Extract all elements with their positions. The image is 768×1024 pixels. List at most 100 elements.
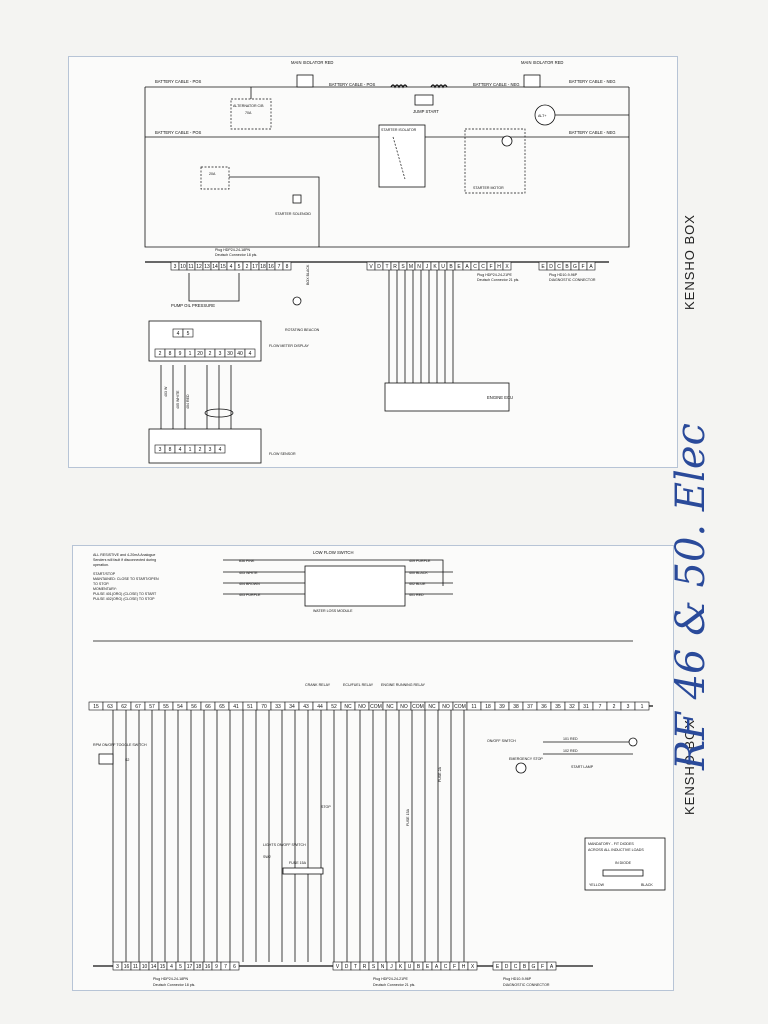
starter-motor-label: STARTER MOTOR — [473, 186, 504, 190]
lights-switch-label: LIGHTS ON/OFF SWITCH — [263, 843, 306, 847]
battery-cable-pos-label-1: BATTERY CABLE - POS — [155, 79, 202, 84]
fuse-20a-label: 20A — [209, 172, 216, 176]
main-pin: COM — [454, 704, 466, 710]
main-pin: 62 — [121, 704, 127, 710]
engine-running-relay-label: ENGINE RUNNING RELAY — [381, 683, 426, 687]
main-pin: 3 — [627, 704, 630, 710]
top-conn21-pin: J — [426, 264, 429, 270]
bottom-schematic-sheet: ALL RESISTIVE and 4-20mA Analogue Sender… — [72, 545, 674, 991]
top-conn18-pin: 2 — [246, 264, 249, 270]
top-diag-desc: DIAGNOSTIC CONNECTOR — [549, 278, 596, 282]
bot-conn21-pin: R — [363, 964, 367, 970]
wire-right-2: 402 BLUE — [409, 582, 426, 586]
ecu-fuel-relay-label: ECU/FUEL RELAY — [343, 683, 374, 687]
bot-conn18-pin: 16 — [124, 964, 130, 970]
bot-conn21-pin: V — [336, 964, 340, 970]
flow-meter-pin: 1 — [189, 351, 192, 357]
top-conn21-pin: U — [441, 264, 445, 270]
wire-right-3: 401 RED — [409, 593, 424, 597]
top-diag-pin-box — [586, 261, 596, 271]
main-pin: 35 — [555, 704, 561, 710]
top-conn18-pin: 5 — [238, 264, 241, 270]
starter-isolator-box — [378, 124, 426, 188]
note-line-2: operation. — [93, 563, 109, 567]
main-pin: 57 — [149, 704, 155, 710]
main-pin: 55 — [163, 704, 169, 710]
main-pin: 36 — [541, 704, 547, 710]
main-pin: 44 — [317, 704, 323, 710]
bot-conn18-pin: 17 — [187, 964, 193, 970]
top-conn21-pin: C — [473, 264, 477, 270]
fuse-15a-label-2: FUSE 15A — [289, 861, 307, 865]
diode-black: BLACK — [641, 883, 653, 887]
water-loss-module-label: WATER LOSS MODULE — [313, 609, 353, 613]
led-red-label: 101 RED — [563, 737, 578, 741]
bot-conn18-pin: 18 — [196, 964, 202, 970]
rotating-beacon-label: ROTATING BEACON — [285, 328, 320, 332]
wire-label-404: 404 RED — [186, 394, 190, 409]
jump-start-label: JUMP START — [413, 109, 439, 114]
note-line-1: Senders will fault if disconnected durin… — [93, 558, 156, 562]
top-conn18-pin: 3 — [174, 264, 177, 270]
flow-sensor-pin: 3 — [209, 447, 212, 453]
bot-diag-pin: A — [550, 964, 554, 970]
main-pin: 1 — [641, 704, 644, 710]
battery-cable-pos-label-2: BATTERY CABLE - POS — [329, 82, 376, 87]
bot-diag-pin: G — [532, 964, 536, 970]
main-pin: NO — [358, 704, 366, 710]
main-pin: 32 — [569, 704, 575, 710]
wire-right-0: 409 PURPLE — [409, 559, 431, 563]
flow-sensor-pin: 3 — [159, 447, 162, 453]
bot-conn21-pin: E — [426, 964, 430, 970]
starter-motor-box — [464, 128, 526, 194]
bot-conn18-pin: 7 — [224, 964, 227, 970]
battery-cable-neg-label-1: BATTERY CABLE - NEG — [473, 82, 520, 87]
main-pin: 70 — [261, 704, 267, 710]
lights-switch-num: SW2 — [263, 855, 271, 859]
flow-meter-small-pin-box — [182, 328, 194, 338]
bot-conn21-desc: Deutsch Connector 21 pls. — [373, 983, 415, 987]
bot-diag-part: Plug HD10-9-96P — [503, 977, 532, 981]
flow-meter-pin: 8 — [169, 351, 172, 357]
flow-meter-pin: 9 — [179, 351, 182, 357]
outer-loop-wire — [144, 87, 630, 248]
top-conn18-pin: 15 — [220, 264, 226, 270]
rpm-switch — [98, 753, 114, 765]
starter-isolator-label: STARTER ISOLATOR — [381, 128, 417, 132]
top-conn21-part: Plug HDP24-24-21PE — [477, 273, 513, 277]
top-conn18-pin: 14 — [212, 264, 218, 270]
top-conn18-desc: Deutsch Connector 18 pls. — [215, 253, 257, 257]
bot-conn21-pin: S — [372, 964, 376, 970]
main-pin: COM — [370, 704, 382, 710]
fuse-15a-label-1: FUSE 15A — [406, 808, 410, 826]
top-conn21-pin: S — [401, 264, 405, 270]
main-pin: 54 — [177, 704, 183, 710]
top-conn21-pin: F — [489, 264, 492, 270]
main-pin: 39 — [499, 704, 505, 710]
main-pin: 11 — [471, 704, 476, 710]
top-conn21-pin: V — [369, 264, 373, 270]
top-conn21-desc: Deutsch Connector 21 pls. — [477, 278, 519, 282]
top-conn18-pin: 17 — [252, 264, 258, 270]
bot-conn18-pin-box — [229, 961, 240, 971]
bot-conn18-pin: 6 — [233, 964, 236, 970]
bot-conn21-pin: D — [345, 964, 349, 970]
bot-conn21-pin: B — [417, 964, 421, 970]
bot-conn18-pin: 15 — [160, 964, 166, 970]
wire-right-1: 400 BLACK — [409, 571, 428, 575]
bot-diag-pin: F — [541, 964, 544, 970]
note-line-4: MAINTAINED: CLOSE TO START/OPEN — [93, 577, 159, 581]
top-conn21-pin: N — [417, 264, 421, 270]
bot-conn18-part: Plug HDP24-24-18PN — [153, 977, 189, 981]
top-conn21-pin-box — [502, 261, 512, 271]
diode-symbol — [602, 869, 644, 877]
pump-oil-pressure-label: PUMP OIL PRESSURE — [171, 303, 215, 308]
main-pin: 67 — [135, 704, 141, 710]
bot-diag-pin-box — [546, 961, 557, 971]
flow-meter-pin: 3 — [219, 351, 222, 357]
main-pin: 2 — [613, 704, 616, 710]
bot-diag-desc: DIAGNOSTIC CONNECTOR — [503, 983, 550, 987]
